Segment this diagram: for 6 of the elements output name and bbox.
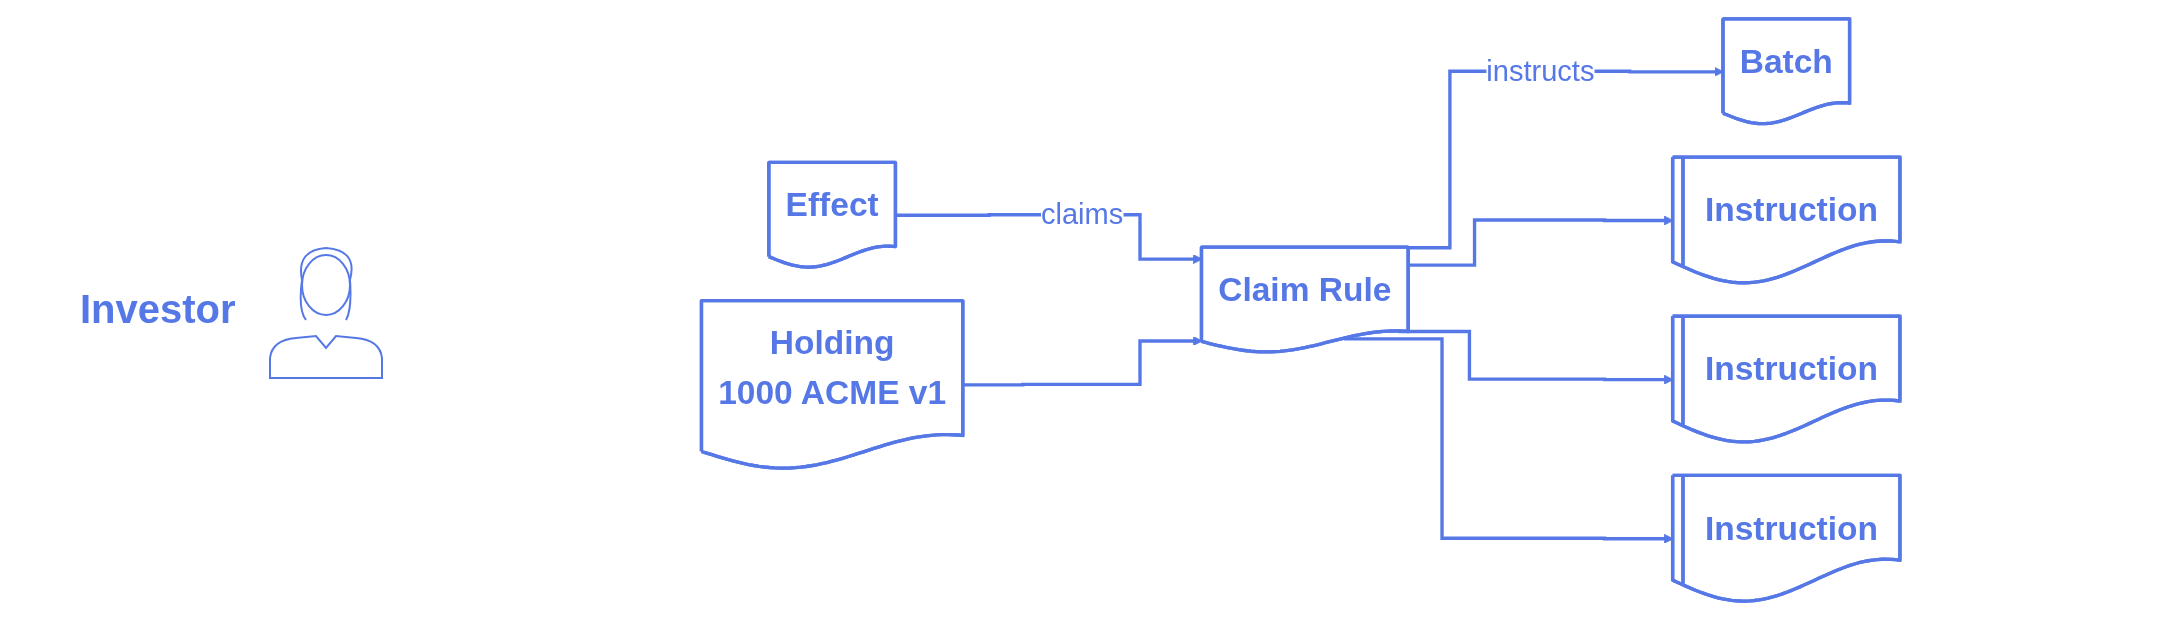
actor-label: Investor (80, 287, 236, 332)
arrow (963, 335, 1203, 387)
edge-label: instructs (1485, 53, 1595, 87)
arrow (1408, 215, 1674, 267)
edge-label: claims (1040, 196, 1123, 231)
arrow (1343, 336, 1674, 544)
